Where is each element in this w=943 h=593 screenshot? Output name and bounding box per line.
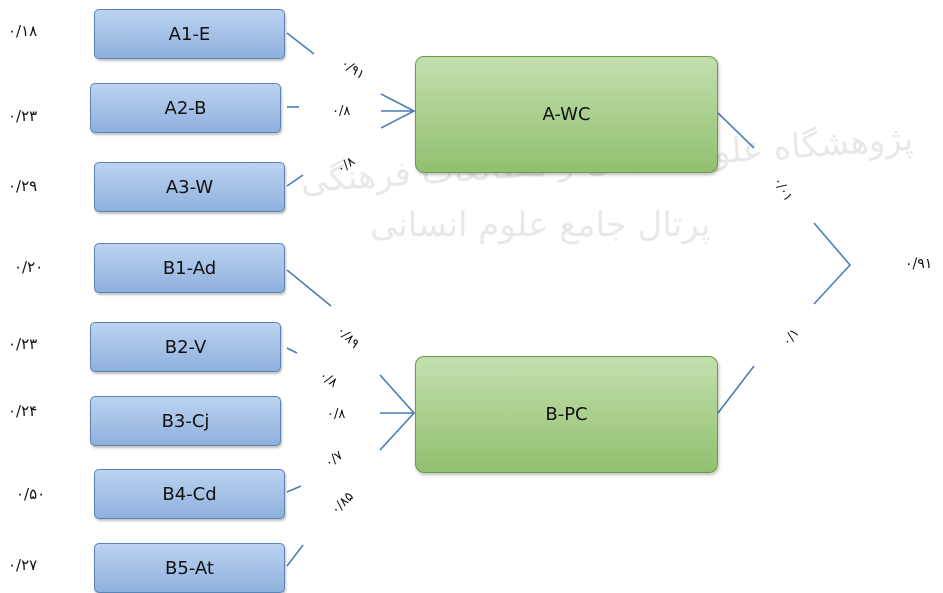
latent-b-pc: B-PC bbox=[415, 356, 718, 473]
error-b5: ۰/۲۷ bbox=[8, 556, 38, 574]
second-order-value: ۰/۹۱ bbox=[905, 256, 933, 272]
error-b1: ۰/۲۰ bbox=[14, 258, 44, 276]
indicator-b5-at: B5-At bbox=[94, 543, 285, 593]
path-a-wc-out bbox=[717, 112, 755, 149]
path-b4 bbox=[286, 485, 302, 493]
error-b4: ۰/۵۰ bbox=[16, 485, 46, 503]
path-a3 bbox=[286, 174, 304, 187]
error-a1: ۰/۱۸ bbox=[8, 22, 38, 40]
error-b3: ۰/۲۴ bbox=[8, 402, 38, 420]
watermark-line-2: پرتال جامع علوم انسانی bbox=[370, 205, 711, 245]
indicator-a2-b: A2-B bbox=[90, 83, 281, 133]
error-a2: ۰/۲۳ bbox=[8, 107, 38, 125]
indicator-b4-cd: B4-Cd bbox=[94, 469, 285, 519]
loading-b3: ۰/۸ bbox=[327, 407, 346, 422]
error-b2: ۰/۲۳ bbox=[8, 335, 38, 353]
arrowhead-second-order bbox=[813, 222, 852, 305]
latent-a-wc: A-WC bbox=[415, 56, 718, 173]
path-a1 bbox=[286, 32, 315, 55]
path-b1 bbox=[286, 269, 332, 307]
path-b2 bbox=[286, 347, 298, 354]
indicator-a1-e: A1-E bbox=[94, 9, 285, 59]
indicator-b2-v: B2-V bbox=[90, 322, 281, 372]
path-b-pc-out bbox=[717, 365, 755, 414]
indicator-b1-ad: B1-Ad bbox=[94, 243, 285, 293]
loading-a2: ۰/۸ bbox=[332, 104, 351, 119]
indicator-a3-w: A3-W bbox=[94, 162, 285, 212]
indicator-b3-cj: B3-Cj bbox=[90, 396, 281, 446]
path-b5 bbox=[286, 544, 304, 567]
error-a3: ۰/۲۹ bbox=[8, 177, 38, 195]
